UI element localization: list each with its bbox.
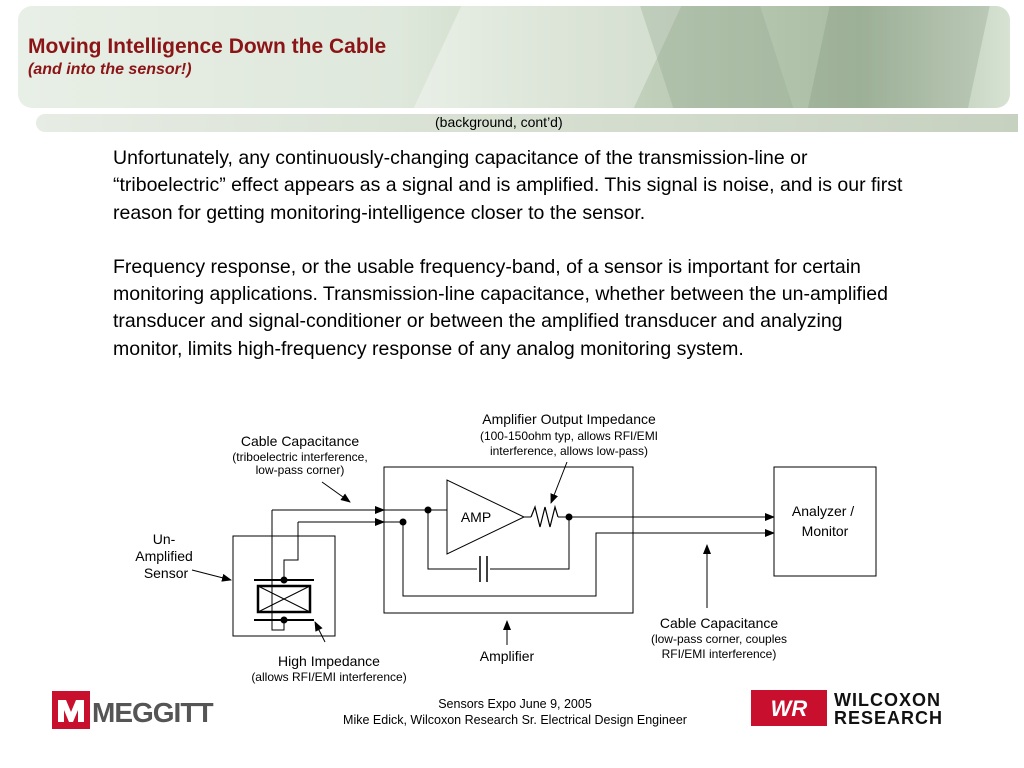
amp-label: AMP [461,509,491,525]
analyzer-box [773,466,877,577]
body-text: Unfortunately, any continuously-changing… [113,145,913,390]
slide-subtitle: (and into the sensor!) [28,61,192,78]
cable-capacitance-right-label: Cable Capacitance (low-pass corner, coup… [651,615,787,661]
svg-text:High Impedance: High Impedance [278,653,380,669]
slide-title: Moving Intelligence Down the Cable [28,35,387,58]
svg-text:RFI/EMI interference): RFI/EMI interference) [662,647,777,661]
callout-arrow [191,569,232,582]
svg-text:(allows RFI/EMI interference): (allows RFI/EMI interference) [251,670,406,684]
svg-text:Cable Capacitance: Cable Capacitance [241,433,360,449]
sensor-lead [271,510,285,631]
feedback-wire [427,510,477,570]
sensor-lead [283,522,299,580]
amp-output-impedance-label: Amplifier Output Impedance (100-150ohm t… [480,411,658,458]
sensor-label: Un- Amplified Sensor [135,531,196,581]
paragraph: Unfortunately, any continuously-changing… [113,147,903,224]
footer: Sensors Expo June 9, 2005 Mike Edick, Wi… [300,696,730,728]
wilcoxon-logo: WR WILCOXON RESEARCH [751,690,943,728]
callout-arrow [314,621,326,643]
section-label: (background, cont’d) [435,114,563,130]
svg-text:Amplifier Output Impedance: Amplifier Output Impedance [482,411,656,427]
svg-text:MEGGITT: MEGGITT [92,697,213,728]
meggitt-logo: MEGGITT [52,691,214,729]
callout-arrow [550,461,568,504]
section-bar [36,114,1018,132]
high-impedance-label: High Impedance (allows RFI/EMI interfere… [251,653,406,684]
svg-text:(triboelectric interference,: (triboelectric interference, [232,450,367,464]
svg-text:(100-150ohm typ, allows RFI/EM: (100-150ohm typ, allows RFI/EMI [480,429,658,443]
svg-text:(low-pass corner, couples: (low-pass corner, couples [651,632,787,646]
footer-author: Mike Edick, Wilcoxon Research Sr. Electr… [343,713,687,727]
output-resistor [530,504,559,528]
cable-capacitance-left-label: Cable Capacitance (triboelectric interfe… [232,433,367,477]
amplifier-label: Amplifier [480,648,535,664]
svg-text:RESEARCH: RESEARCH [834,708,943,728]
svg-text:WILCOXON: WILCOXON [834,690,941,710]
svg-text:low-pass corner): low-pass corner) [256,463,345,477]
callout-arrow [321,481,351,503]
header-banner [18,6,1010,108]
footer-event: Sensors Expo June 9, 2005 [438,697,592,711]
svg-text:Cable Capacitance: Cable Capacitance [660,615,779,631]
amp-triangle [446,479,526,555]
feedback-wire [490,517,570,570]
svg-text:WR: WR [771,696,808,721]
amplifier-box [383,466,634,614]
analyzer-label: Analyzer / Monitor [792,503,858,539]
return-wire [402,522,633,597]
paragraph: Frequency response, or the usable freque… [113,255,889,360]
svg-text:interference, allows low-pass): interference, allows low-pass) [490,444,648,458]
